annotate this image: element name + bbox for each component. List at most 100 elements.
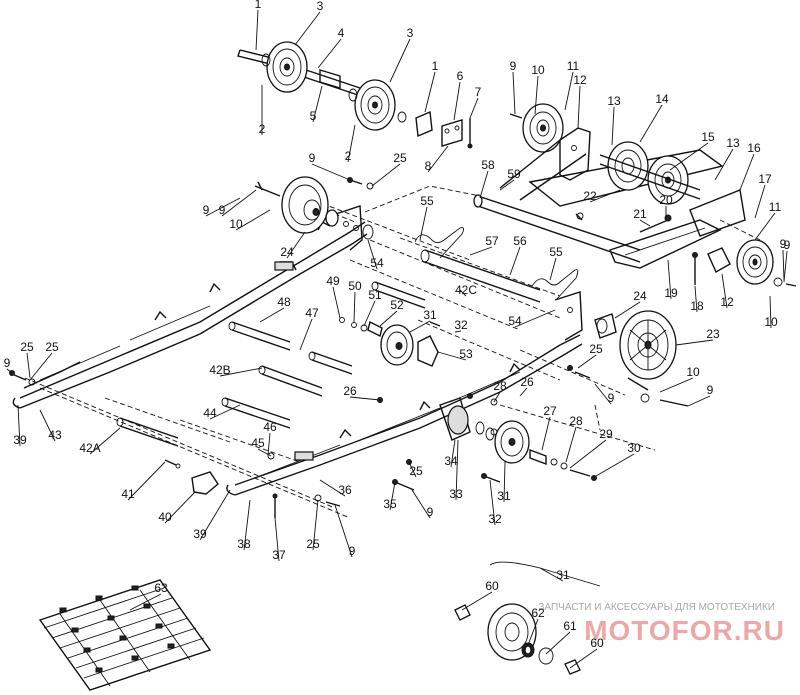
callout-label: 10 bbox=[229, 217, 243, 231]
callout-label: 54 bbox=[370, 256, 384, 270]
callout-leader bbox=[349, 396, 381, 401]
callout-label: 9 bbox=[4, 356, 11, 370]
callout-label: 9 bbox=[219, 203, 226, 217]
callout-leader bbox=[577, 354, 597, 369]
callout-label: 8 bbox=[425, 159, 432, 173]
callout-leader bbox=[594, 383, 612, 405]
callout-leader bbox=[347, 124, 356, 163]
callout-label: 51 bbox=[368, 288, 382, 302]
callout-leader bbox=[589, 189, 621, 203]
callout-leader bbox=[389, 38, 411, 83]
callout-label: 6 bbox=[457, 69, 464, 83]
callout-leader bbox=[424, 71, 436, 113]
callout-leader bbox=[512, 71, 516, 115]
lower-idler-assembly bbox=[164, 393, 597, 518]
callout-leader bbox=[39, 409, 56, 442]
callout-label: 61 bbox=[563, 619, 577, 633]
callout-leader bbox=[29, 352, 53, 381]
callout-leader bbox=[286, 231, 306, 259]
callout-label: 9 bbox=[510, 59, 517, 73]
callout-label: 54 bbox=[508, 314, 522, 328]
callout-leader bbox=[319, 479, 346, 497]
callout-label: 35 bbox=[383, 497, 397, 511]
callout-leader bbox=[541, 416, 551, 451]
callout-leader bbox=[595, 453, 635, 477]
callout-label: 28 bbox=[569, 414, 583, 428]
callout-leader bbox=[499, 179, 515, 191]
callout-leader bbox=[754, 212, 776, 241]
callout-label: 41 bbox=[121, 487, 135, 501]
callout-leader bbox=[714, 148, 734, 181]
callout-label: 24 bbox=[280, 245, 294, 259]
callout-leader bbox=[312, 85, 323, 123]
callout-label: 25 bbox=[20, 340, 34, 354]
rear-arm-assembly bbox=[473, 103, 797, 287]
callout-label: 22 bbox=[583, 189, 597, 203]
callout-label: 44 bbox=[203, 406, 217, 420]
callout-leader bbox=[783, 250, 788, 283]
callout-leader bbox=[667, 259, 672, 300]
callout-leader bbox=[754, 184, 766, 219]
callout-leader bbox=[437, 351, 467, 361]
callout-label: 9 bbox=[784, 238, 791, 252]
callout-label: 58 bbox=[481, 158, 495, 172]
callout-leader bbox=[274, 517, 280, 562]
callout-leader bbox=[564, 71, 574, 111]
callout-label: 12 bbox=[573, 73, 587, 87]
callout-label: 9 bbox=[608, 391, 615, 405]
callout-leader bbox=[694, 285, 698, 313]
left-front-hardware bbox=[9, 177, 374, 386]
callout-leader bbox=[569, 439, 607, 469]
callout-label: 50 bbox=[348, 279, 362, 293]
callout-leader bbox=[353, 291, 356, 323]
callout-leader bbox=[461, 591, 493, 611]
callout-leader bbox=[235, 209, 271, 231]
callout-leader bbox=[363, 300, 376, 327]
watermark-tagline: ЗАПЧАСТИ И АКСЕССУАРЫ ДЛЯ МОТОТЕХНИКИ bbox=[538, 602, 775, 613]
callout-label: 42A bbox=[79, 441, 100, 455]
callout-label: 39 bbox=[193, 527, 207, 541]
callout-leader bbox=[565, 426, 577, 463]
callout-label: 36 bbox=[338, 483, 352, 497]
callout-label: 49 bbox=[326, 274, 340, 288]
callout-leader bbox=[427, 145, 449, 173]
callout-label: 60 bbox=[590, 636, 604, 650]
front-left-idler bbox=[254, 176, 374, 240]
callout-label: 55 bbox=[420, 194, 434, 208]
callout-label: 13 bbox=[726, 136, 740, 150]
callout-leader bbox=[769, 295, 772, 329]
callout-label: 11 bbox=[567, 59, 580, 73]
callout-label: 20 bbox=[659, 193, 673, 207]
callout-leader bbox=[219, 367, 263, 377]
callout-label: 4 bbox=[338, 26, 345, 40]
callout-leader bbox=[509, 246, 521, 276]
callout-leader bbox=[469, 97, 479, 119]
callout-leader bbox=[659, 377, 694, 393]
callout-leader bbox=[17, 404, 21, 447]
callout-label: 47 bbox=[305, 306, 319, 320]
callout-leader bbox=[534, 75, 539, 115]
callout-leader bbox=[6, 368, 13, 374]
callout-label: 32 bbox=[488, 512, 502, 526]
callout-leader bbox=[687, 395, 711, 407]
callout-leader bbox=[294, 11, 321, 46]
callout-leader bbox=[255, 9, 259, 51]
callout-leader bbox=[454, 330, 462, 333]
callout-leader bbox=[26, 352, 31, 379]
callout-leader bbox=[721, 273, 728, 309]
callout-leader bbox=[514, 309, 556, 328]
track-belt bbox=[38, 579, 212, 691]
callout-leader bbox=[209, 404, 241, 420]
callout-label: 26 bbox=[520, 375, 534, 389]
callout-label: 10 bbox=[686, 365, 700, 379]
callout-leader bbox=[127, 461, 166, 501]
callout-label: 12 bbox=[720, 295, 734, 309]
callout-label: 56 bbox=[513, 234, 527, 248]
callout-label: 60 bbox=[485, 579, 499, 593]
callout-label: 34 bbox=[444, 454, 458, 468]
callout-leader bbox=[782, 249, 785, 281]
callout-leader bbox=[675, 339, 714, 346]
callout-label: 14 bbox=[655, 92, 669, 106]
callout-leader bbox=[334, 504, 353, 558]
